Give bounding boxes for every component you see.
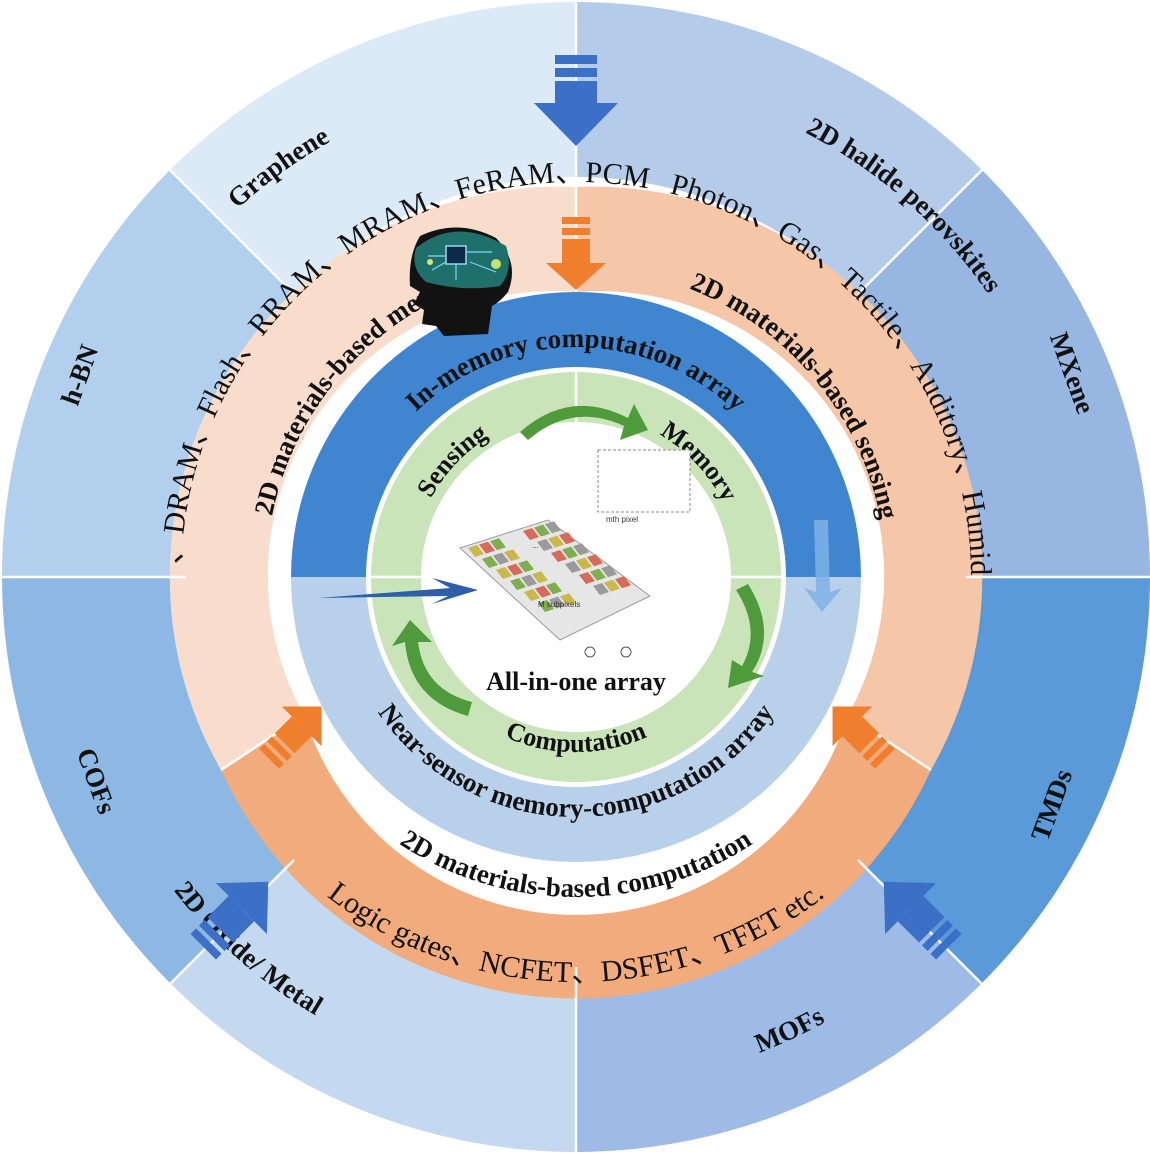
middle-ring [169,186,983,999]
cycle-arrow-left [392,620,472,716]
array-cell [537,539,553,551]
in-memory-segment [291,292,861,577]
memory-segment [169,186,576,771]
array-cell [507,563,523,576]
arrow-pointer-left [318,578,478,604]
array-cell [565,561,581,573]
arrow-top-blue [534,55,618,146]
array-cell [587,554,603,567]
array-board [459,519,651,641]
array-cell [524,589,540,601]
array-cell [545,521,561,534]
pixel-label: mth pixel [606,515,638,524]
subpixels-label: M subpixels [538,600,580,609]
array-cell [579,572,595,584]
array-cell [468,545,484,557]
array-cell [534,524,550,537]
ammeter-1 [584,646,596,658]
arrow-right-blue [883,881,962,960]
array-cell [573,543,589,556]
array-cell [562,546,578,559]
cycle-arrows [392,404,765,716]
computation-segment [221,715,931,999]
array-cell [538,600,554,612]
arrow-down-light [804,520,842,612]
array-cell [504,549,520,562]
array-cell [518,560,534,573]
array-cell [496,567,512,579]
segment-2d-oxide-metal [576,860,982,1152]
cycle-arrow-right [728,584,765,688]
array-cell [615,576,631,589]
array-cell [593,583,609,595]
segment-cofs [2,577,294,983]
segment-graphene [170,2,576,294]
array-cell [490,538,506,551]
array-cell [601,565,617,578]
array-cell [535,585,551,598]
segment-2d-halide-perovskites [576,2,982,294]
pixel-zoom-box [597,449,691,513]
block-arrows [190,55,962,960]
segment-tmds [858,577,1150,983]
segment-mxene [858,170,1150,577]
array-dots: ... [532,541,539,550]
array-cell [510,578,526,590]
array-cell [590,568,606,581]
array-cell [560,593,576,606]
center-label: All-in-one array [486,667,666,696]
array-cell [548,535,564,548]
arrow-top-orange [546,217,606,290]
array-cell [479,541,495,554]
near-sensor-segment [291,577,861,862]
array-cell [521,574,537,587]
array-cell [559,532,575,545]
cycle-arrow-top [520,404,648,440]
array-cell [549,596,565,609]
ammeter-2 [620,646,632,658]
arrow-left-orange [259,706,322,769]
array-cell [532,571,548,584]
segment-mofs [170,860,576,1152]
sensing-segment [576,186,983,771]
array-figure: mth pixel M subpixels ... [459,449,691,658]
inner-ring [291,292,861,862]
array-cell [523,528,539,540]
array-cell [604,579,620,592]
arrow-left-blue [190,881,269,960]
segment-h-bn [1,170,294,577]
array-cell [576,557,592,570]
arrow-right-orange [832,706,895,769]
array-cell [551,550,567,562]
brain-head-icon [409,227,512,336]
array-cell [493,552,509,565]
array-cell [546,582,562,595]
array-cell [482,556,498,568]
